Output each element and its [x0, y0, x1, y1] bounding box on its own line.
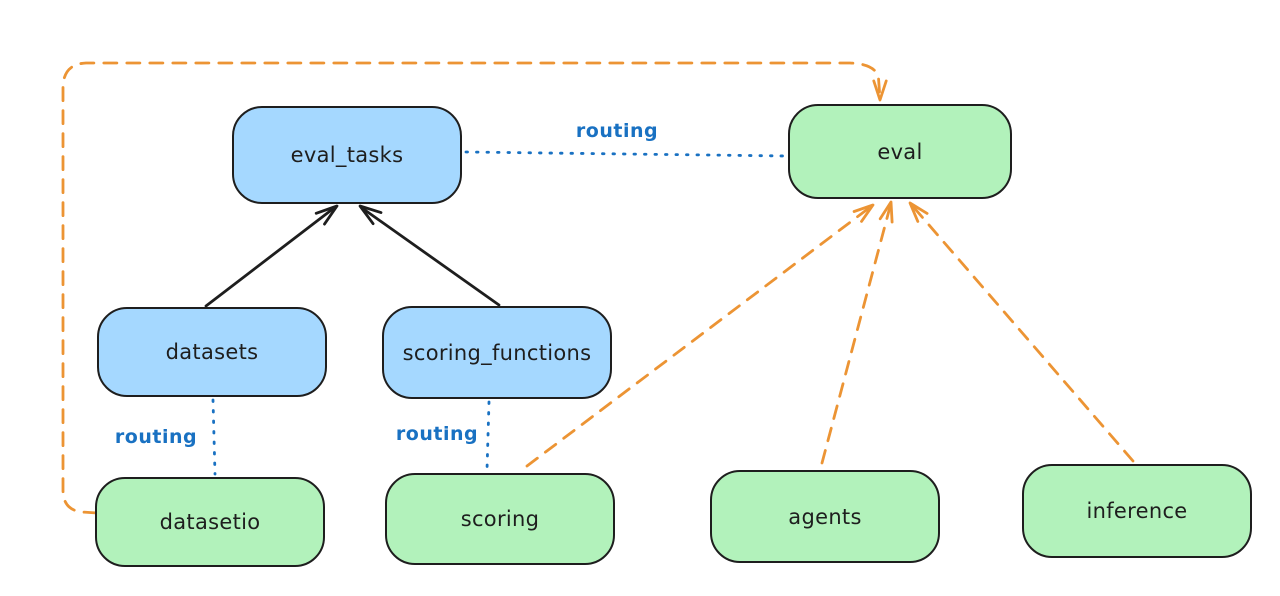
edge-agents-to-eval: [820, 201, 893, 465]
node-agents[interactable]: agents: [710, 470, 940, 563]
arrowhead-datasetio-to-eval: [872, 79, 888, 102]
black-arrow-edges: [204, 204, 501, 308]
edge-label-routing-scoring-functions-scoring: routing: [395, 423, 479, 445]
node-eval[interactable]: eval: [788, 104, 1012, 199]
orange-arrowheads: [852, 79, 929, 224]
node-eval-label: eval: [877, 139, 923, 164]
arrowhead-agents-to-eval: [878, 200, 894, 224]
arrowhead-datasets-to-eval-tasks: [314, 204, 339, 226]
edge-datasetio-to-eval: [61, 61, 881, 515]
node-scoring-label: scoring: [460, 507, 540, 531]
arrowhead-inference-to-eval: [908, 201, 929, 223]
node-eval-tasks-label: eval_tasks: [290, 143, 404, 167]
node-scoring-functions-label: scoring_functions: [402, 340, 592, 365]
edge-datasets-to-datasetio: [211, 398, 217, 476]
node-inference-label: inference: [1086, 499, 1188, 523]
orange-dashed-edges: [61, 61, 1135, 515]
edge-eval-tasks-to-eval: [464, 150, 789, 158]
node-scoring-functions[interactable]: scoring_functions: [382, 306, 612, 399]
node-datasets[interactable]: datasets: [97, 307, 327, 397]
node-datasets-label: datasets: [165, 340, 259, 364]
edge-scoring-to-eval: [525, 203, 875, 468]
edge-label-routing-datasets-datasetio: routing: [114, 426, 198, 448]
edge-scoring-functions-to-eval-tasks: [360, 206, 501, 307]
edge-datasets-to-eval-tasks: [204, 206, 336, 308]
routing-dotted-edges: [211, 150, 789, 476]
edge-inference-to-eval: [908, 201, 1135, 463]
edge-scoring-functions-to-scoring: [485, 400, 491, 472]
node-inference[interactable]: inference: [1022, 464, 1252, 558]
arrowhead-scoring-to-eval: [852, 203, 875, 223]
node-datasetio-label: datasetio: [159, 510, 261, 534]
node-scoring[interactable]: scoring: [385, 473, 615, 565]
edge-label-routing-eval-tasks-eval: routing: [575, 120, 659, 142]
arrowhead-scoring-functions-to-eval-tasks: [358, 204, 383, 226]
node-datasetio[interactable]: datasetio: [95, 477, 325, 567]
node-eval-tasks[interactable]: eval_tasks: [232, 106, 462, 204]
node-agents-label: agents: [788, 504, 862, 529]
